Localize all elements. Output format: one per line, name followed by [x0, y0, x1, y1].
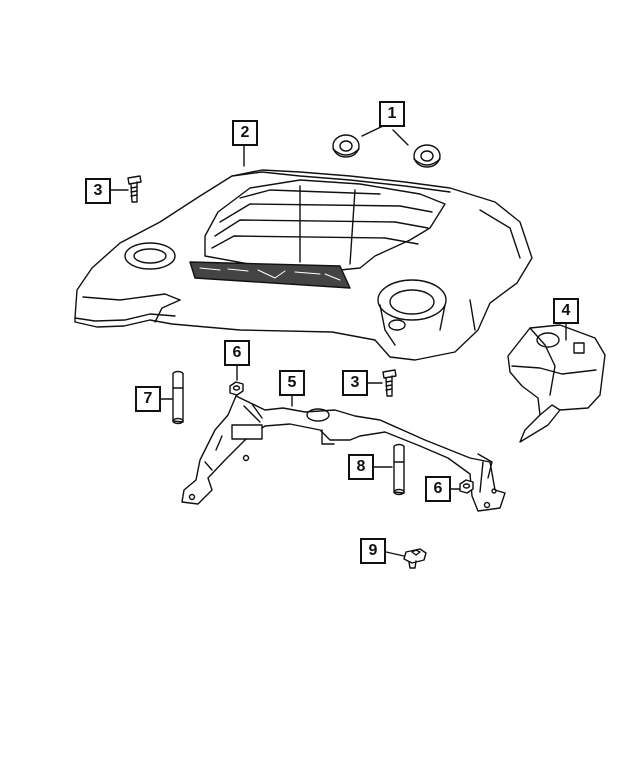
bolt-part-3-lower	[382, 369, 397, 397]
stud-part-8	[393, 443, 405, 496]
callout-part-4: 4	[553, 298, 579, 324]
nut-part-6-right	[459, 479, 474, 494]
callout-part-8: 8	[348, 454, 374, 480]
leader-lines	[110, 125, 567, 557]
callout-part-3-upper: 3	[85, 178, 111, 204]
callout-part-6-left: 6	[224, 340, 250, 366]
grommet-part-1-left	[332, 134, 360, 158]
callout-part-3-lower: 3	[342, 370, 368, 396]
callout-part-6-right: 6	[425, 476, 451, 502]
heat-shield-part-4	[507, 324, 606, 443]
callout-part-2: 2	[232, 120, 258, 146]
engine-cover-part-2	[74, 169, 533, 361]
clip-part-9	[403, 548, 427, 569]
grommet-part-1-right	[413, 144, 441, 168]
bolt-part-3-upper	[127, 175, 142, 203]
callout-part-5: 5	[279, 370, 305, 396]
nut-part-6-left	[229, 381, 244, 396]
callout-part-1: 1	[379, 101, 405, 127]
bracket-part-5	[181, 395, 506, 512]
stud-part-7	[172, 370, 184, 425]
callout-part-7: 7	[135, 386, 161, 412]
callout-part-9: 9	[360, 538, 386, 564]
